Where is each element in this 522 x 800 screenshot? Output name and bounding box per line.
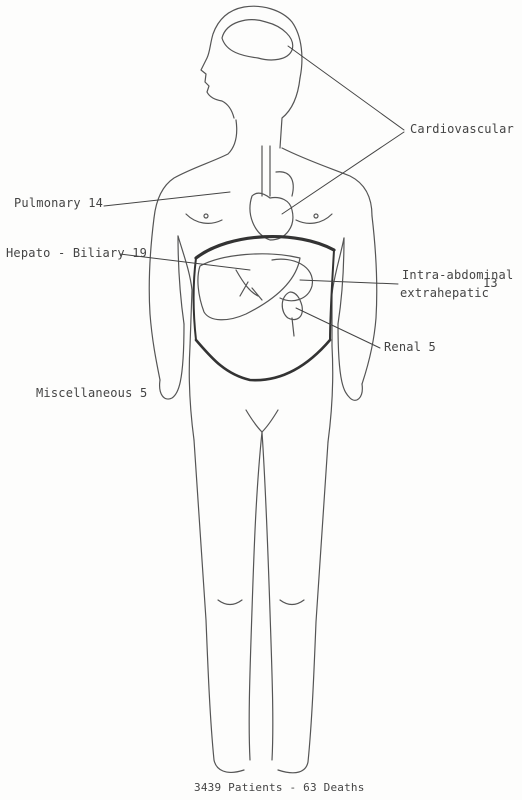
right-hip [328, 346, 333, 442]
right-shoulder [282, 148, 372, 216]
aorta [276, 172, 293, 196]
label-hepato-biliary: Hepato - Biliary 19 [6, 246, 147, 260]
label-cardiovascular: Cardiovascular 7 [410, 122, 522, 136]
ureter [292, 318, 294, 336]
left-arm-inner [178, 236, 184, 324]
left-hip [189, 346, 194, 440]
right-knee [280, 600, 304, 605]
left-leg-inner [249, 432, 262, 760]
brain [222, 20, 293, 60]
cardio-pointer-heart [282, 132, 404, 214]
nipple-right [314, 214, 318, 218]
right-leg-inner [262, 432, 273, 760]
diaphragm-line [196, 237, 334, 258]
right-hand [338, 324, 362, 400]
intra-abdominal-pointer [300, 280, 398, 284]
right-arm-outer [362, 216, 377, 384]
left-knee [218, 600, 242, 605]
pulmonary-pointer [104, 192, 230, 206]
trachea [262, 146, 270, 196]
right-leg-outer [278, 442, 328, 773]
label-intra-abdominal-line2: extrahepatic [400, 286, 489, 300]
label-intra-abdominal-count: 13 [483, 276, 498, 290]
label-miscellaneous: Miscellaneous 5 [36, 386, 147, 400]
abdomen-bottom [196, 340, 330, 380]
label-renal: Renal 5 [384, 340, 436, 354]
nipple-left [204, 214, 208, 218]
left-shoulder [154, 120, 237, 218]
left-arm-outer [149, 218, 160, 380]
left-hand [160, 324, 184, 399]
abdomen-left-side [194, 258, 196, 340]
label-pulmonary: Pulmonary 14 [14, 196, 103, 210]
cardio-pointer-brain [288, 46, 404, 130]
liver [198, 254, 300, 320]
crotch [246, 410, 278, 432]
left-leg-outer [194, 440, 244, 772]
biliary-tree [236, 270, 262, 300]
head-outline [201, 6, 302, 118]
jaw-line [280, 78, 300, 148]
kidney [282, 292, 302, 320]
footer-summary: 3439 Patients - 63 Deaths [194, 781, 365, 795]
heart [250, 193, 293, 240]
